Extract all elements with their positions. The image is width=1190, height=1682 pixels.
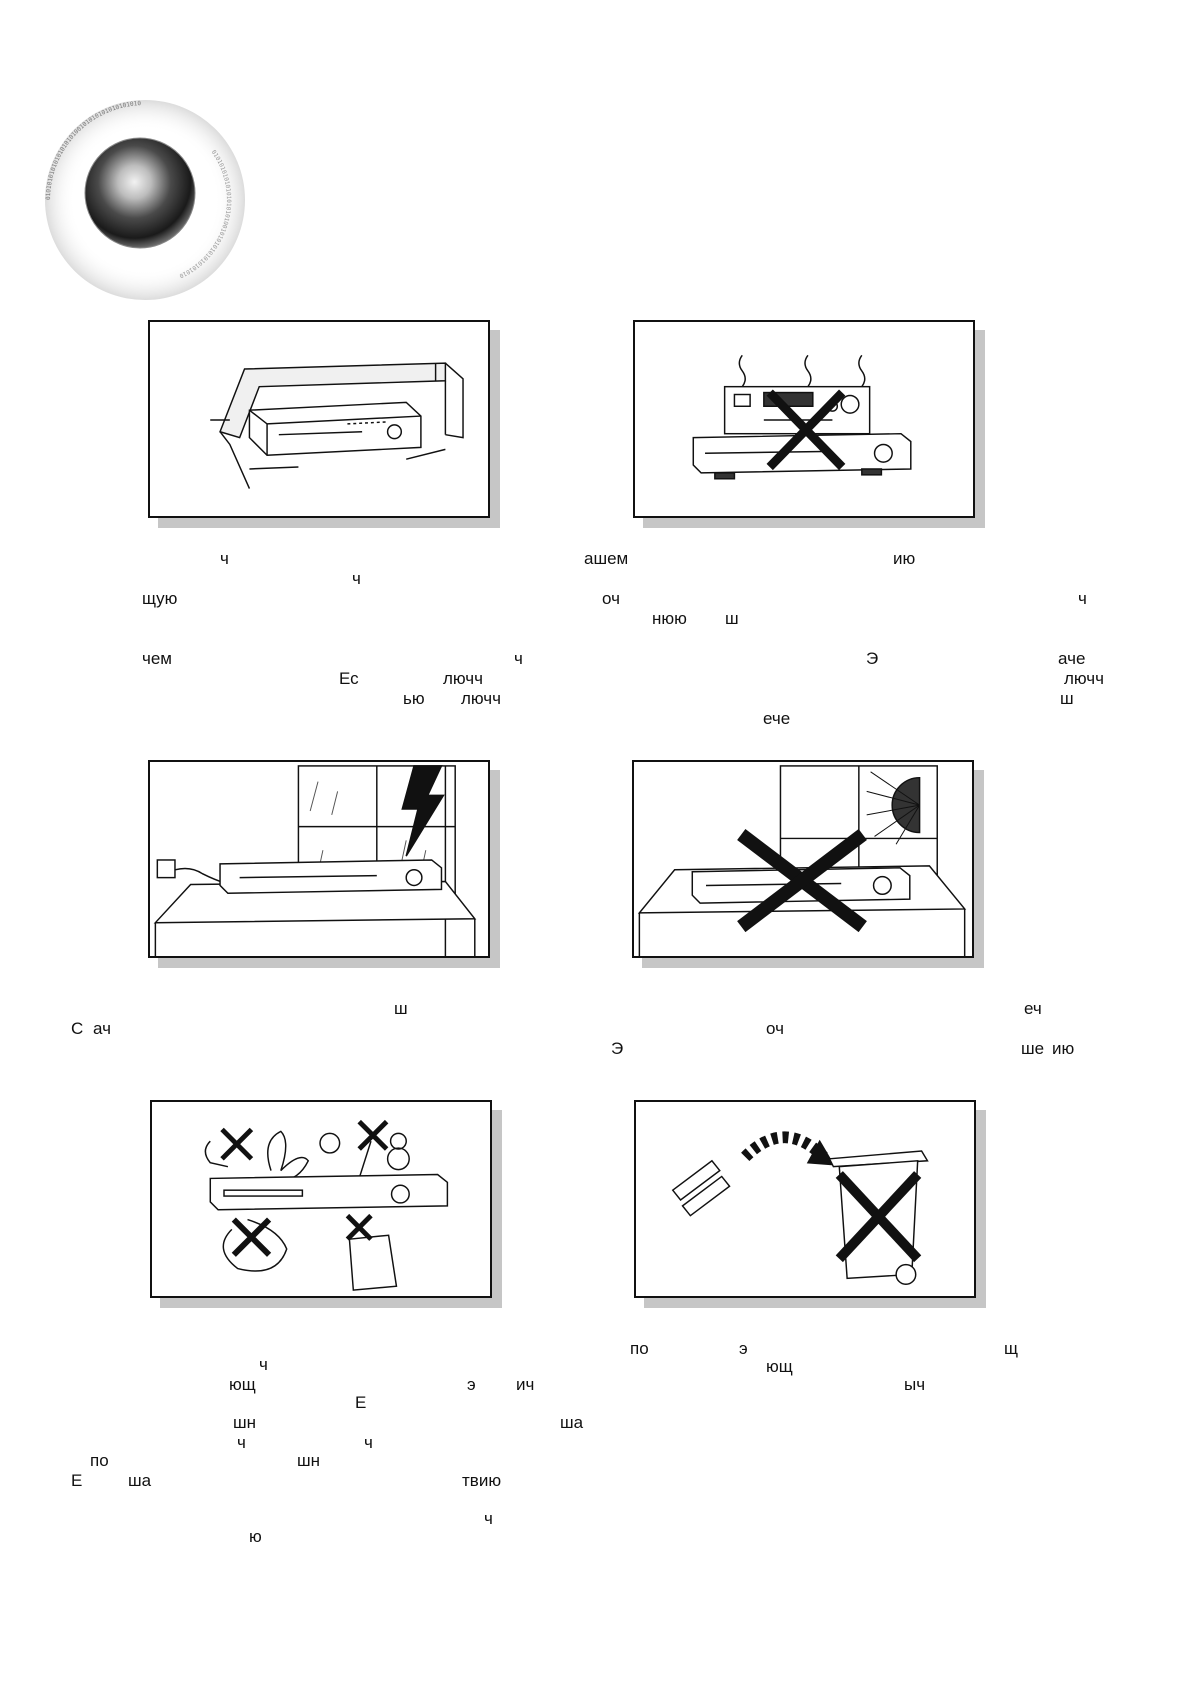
text-fragment: ч xyxy=(237,1433,246,1452)
text-fragment: ш xyxy=(394,999,408,1018)
text-fragment: твию xyxy=(462,1471,502,1490)
text-fragment: ч xyxy=(484,1509,493,1528)
panel-no-stacking xyxy=(633,320,985,528)
panel-battery-disposal xyxy=(634,1100,986,1308)
text-fragment: щ xyxy=(1004,1339,1018,1358)
text-fragment: ч xyxy=(514,649,523,668)
text-fragment: по xyxy=(630,1339,649,1358)
text-fragment: Ес xyxy=(339,669,359,688)
text-fragment: ч xyxy=(259,1355,268,1374)
text-fragment: ыч xyxy=(904,1375,926,1394)
speaker-cone-binary-ring-icon: 0101010101010101010100101010101010101010… xyxy=(45,100,245,300)
text-fragment: чем xyxy=(142,649,172,668)
text-fragment: лючч xyxy=(461,689,502,708)
text-fragment: оч xyxy=(602,589,620,608)
text-fragment: ич xyxy=(516,1375,535,1394)
text-fragment: лючч xyxy=(1064,669,1105,688)
text-fragment: ющ xyxy=(229,1375,256,1394)
text-fragment: ию xyxy=(893,549,916,568)
text-fragment: щую xyxy=(142,589,178,608)
panel-hazards xyxy=(150,1100,502,1308)
text-fragment: ю xyxy=(249,1527,262,1546)
battery-disposal-icon xyxy=(671,1131,929,1285)
text-fragment: ющ xyxy=(766,1357,793,1376)
text-fragment: ша xyxy=(560,1413,584,1432)
text-fragment: ш xyxy=(725,609,739,628)
ventilation-clearance-icon xyxy=(210,362,464,489)
text-fragment: ше xyxy=(1021,1039,1045,1058)
text-fragment: ша xyxy=(128,1471,152,1490)
text-fragment: лючч xyxy=(443,669,484,688)
panel-lightning xyxy=(148,760,500,968)
panel-ventilation xyxy=(148,320,500,528)
text-fragment: ече xyxy=(763,709,791,728)
text-fragment: ач xyxy=(93,1019,111,1038)
text-fragment: ачe xyxy=(1058,649,1086,668)
no-direct-sunlight-icon xyxy=(637,765,967,956)
speaker-logo: 0101010101010101010100101010101010101010… xyxy=(40,95,250,305)
text-fragment: Е xyxy=(355,1393,367,1412)
text-fragment: С xyxy=(71,1019,84,1038)
text-fragment: ч xyxy=(1078,589,1087,608)
text-fragment: ч xyxy=(220,549,229,568)
text-fragment: ч xyxy=(352,569,361,588)
text-fragment: ч xyxy=(364,1433,373,1452)
text-fragment: Э xyxy=(866,649,879,668)
text-fragment: э xyxy=(467,1375,476,1394)
text-fragment: Э xyxy=(611,1039,624,1058)
no-liquids-magnets-heat-icon xyxy=(204,1119,449,1291)
text-fragment: ью xyxy=(403,689,425,708)
text-fragment: нюю xyxy=(652,609,687,628)
text-fragment: э xyxy=(739,1339,748,1358)
text-fragment: ашем xyxy=(584,549,629,568)
text-fragment: по xyxy=(90,1451,109,1470)
text-fragment: оч xyxy=(766,1019,784,1038)
panel-no-sunlight xyxy=(632,760,984,968)
text-fragment: шн xyxy=(233,1413,257,1432)
text-fragment: ию xyxy=(1052,1039,1075,1058)
text-fragment: еч xyxy=(1024,999,1042,1018)
text-fragment: ш xyxy=(1060,689,1074,708)
no-stacking-heat-icon xyxy=(692,354,912,480)
lightning-unplug-icon xyxy=(153,765,477,956)
text-fragment: Е xyxy=(71,1471,83,1490)
text-fragment: шн xyxy=(297,1451,321,1470)
